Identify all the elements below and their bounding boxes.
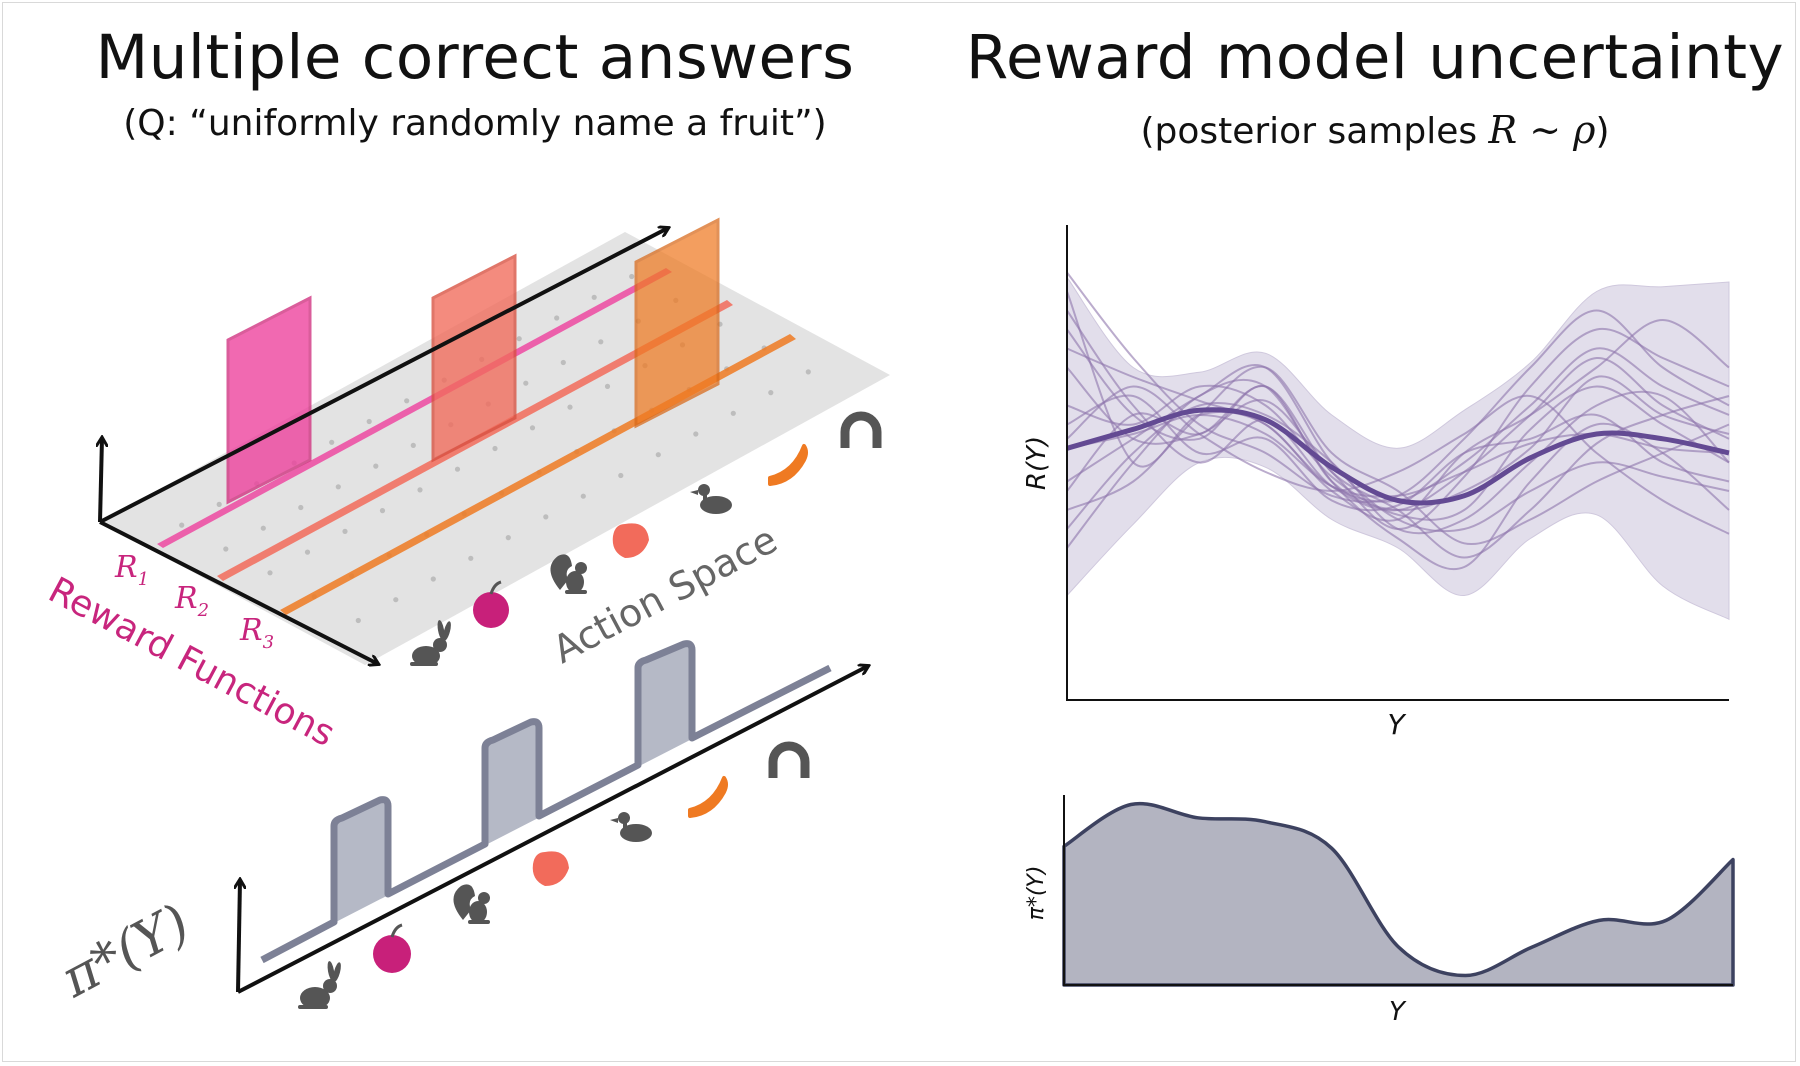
plane-dot <box>355 617 361 624</box>
right-subtitle-suffix: ) <box>1595 111 1610 152</box>
plane-dot <box>505 535 511 541</box>
plane-dot <box>454 466 461 472</box>
magnet-icon <box>840 411 882 448</box>
plane-dot <box>267 570 273 576</box>
plane-dot <box>404 398 410 404</box>
plane-dot <box>567 404 573 410</box>
plane-dot <box>591 294 597 300</box>
plane-dot <box>260 525 266 531</box>
plane-dot <box>179 522 185 528</box>
policy-label: π*(Y) <box>51 893 199 1010</box>
plane-dot <box>580 493 586 499</box>
duck-icon <box>690 484 732 514</box>
reward-value-axis <box>100 438 102 523</box>
strawberry-icon <box>612 523 649 558</box>
apple-icon <box>473 580 509 628</box>
plane-dot <box>410 442 416 448</box>
plane-dot <box>304 549 311 555</box>
reward-label-r2: R2 <box>174 581 209 621</box>
plane-dot <box>223 546 229 552</box>
plane-dot <box>329 439 335 445</box>
plane-dot <box>335 484 341 490</box>
apple-icon-lower <box>373 923 411 973</box>
plane-dot <box>342 528 348 535</box>
right-panel-subtitle: (posterior samples R ∼ ρ) <box>950 108 1800 152</box>
reward-label-r3: R3 <box>239 613 274 653</box>
plane-dot <box>468 555 474 561</box>
plane-dot <box>492 445 498 452</box>
plane-dot <box>430 576 436 582</box>
plane-dot <box>216 501 222 507</box>
plane-dot <box>604 383 611 389</box>
policy-value-axis <box>238 880 240 993</box>
plane-dot <box>379 508 386 514</box>
reward-label-r1: R1 <box>114 550 149 590</box>
right-panel-title: Reward model uncertainty <box>965 22 1785 93</box>
squirrel-icon-lower <box>453 884 490 924</box>
left-panel-subtitle: (Q: “uniformly randomly name a fruit”) <box>123 103 827 144</box>
plane-dot <box>560 359 566 366</box>
plane-dot <box>417 487 423 493</box>
plane-dot <box>618 472 624 479</box>
plane-dot <box>373 463 379 469</box>
strawberry-icon-lower <box>532 851 569 886</box>
reward-spike-r3 <box>634 217 720 429</box>
squirrel-icon <box>550 554 587 594</box>
plane-dot <box>554 315 560 321</box>
plane-dot <box>523 380 529 386</box>
magnet-icon-lower <box>768 741 810 778</box>
right-subtitle-math: R ∼ ρ <box>1488 108 1596 152</box>
reward-functions-axis <box>99 520 378 664</box>
duck-icon-lower <box>610 812 652 842</box>
reward-spike-r2 <box>431 253 517 463</box>
banana-icon-lower <box>688 776 728 818</box>
left-panel-title: Multiple correct answers <box>95 22 855 93</box>
rabbit-icon <box>410 620 451 666</box>
policy-distribution <box>260 640 832 964</box>
plane-dot <box>655 452 661 458</box>
reward-strip-r1 <box>157 268 672 548</box>
plane-dot <box>629 273 635 280</box>
plane-dot <box>598 339 604 345</box>
plane-dot <box>693 431 699 437</box>
plane-dot <box>516 336 522 342</box>
plane-dot <box>366 418 372 425</box>
plane-dot <box>768 390 774 396</box>
banana-icon <box>768 444 808 486</box>
plane-dot <box>730 410 736 416</box>
right-subtitle-prefix: (posterior samples <box>1140 111 1489 152</box>
plane-dot <box>393 597 399 603</box>
reward-strip-r2 <box>217 300 733 581</box>
plane-dot <box>543 514 549 520</box>
plane-dot <box>805 369 811 375</box>
reward-functions-diagram: R1 R2 R3 Reward Functions Action Space π… <box>42 217 890 1010</box>
policy-action-axis <box>237 666 868 994</box>
plane-dot <box>529 425 536 431</box>
rabbit-icon-lower <box>298 961 341 1009</box>
plane-dot <box>298 504 304 511</box>
reward-spike-r1 <box>226 295 312 505</box>
action-axis-back <box>99 228 668 524</box>
